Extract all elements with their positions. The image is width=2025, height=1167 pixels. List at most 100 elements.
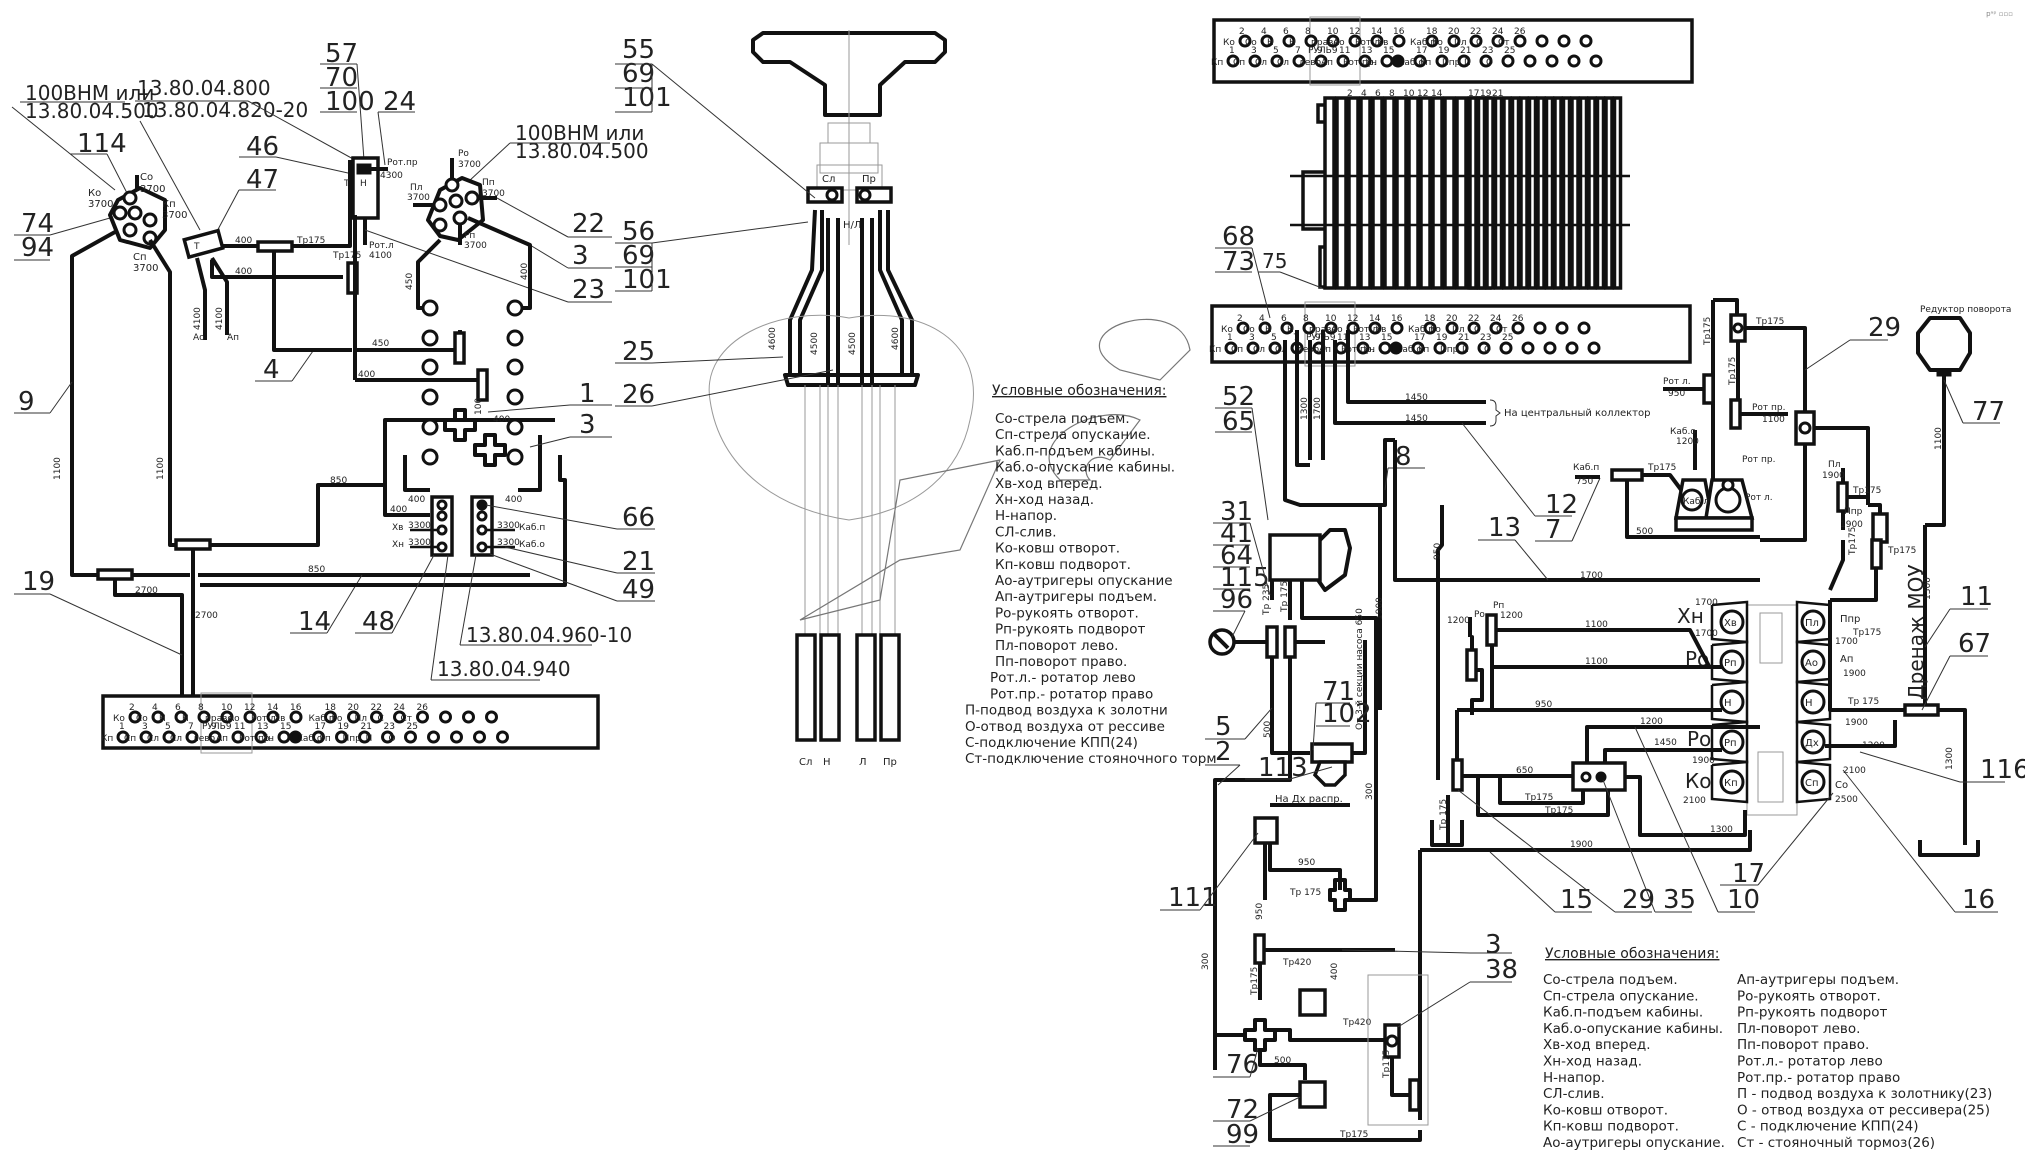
manifold-number: 8 (1389, 89, 1395, 99)
legend-item: Ко-ковш отворот. (1543, 1102, 1668, 1118)
pin-label: право (205, 714, 233, 724)
pin-label: Сп (1233, 58, 1245, 68)
manifold-tube (1335, 96, 1348, 290)
leader-line (651, 221, 809, 244)
pin-label: Сл (147, 734, 159, 744)
pin-label: Ппр (343, 734, 362, 744)
rot-port-small (1721, 478, 1735, 492)
port (1580, 771, 1592, 783)
leader-line (247, 100, 356, 161)
tee-fitting (1408, 1078, 1421, 1112)
manifold-tube (1493, 96, 1504, 290)
tee-fitting (1729, 398, 1742, 430)
connector-pin (1413, 54, 1427, 68)
pin-label: лево (1299, 58, 1322, 68)
air-valve (1298, 988, 1327, 1017)
valve-label: Дх (1805, 738, 1819, 749)
label-po-len: 3700 (458, 160, 481, 170)
pin-label: Сл (170, 734, 182, 744)
label-xv: Хв (392, 523, 403, 533)
leader-line (459, 554, 477, 646)
pin-number: 11 (1337, 333, 1348, 343)
connector-pin (312, 730, 325, 744)
pipe (1275, 1028, 1392, 1042)
pipe (1295, 330, 1310, 467)
port (436, 510, 448, 522)
label-len-1300: 1300 (1945, 747, 1955, 770)
leader-line (1757, 792, 1834, 886)
leader-line (504, 546, 618, 574)
valve-spool (1800, 649, 1826, 675)
label-ppr-len: 1900 (1840, 520, 1863, 530)
spare-pin (473, 730, 486, 744)
distributor-body (108, 186, 167, 250)
legend-item: Каб.о-опускание кабины. (1543, 1021, 1723, 1037)
connector-pin (1370, 34, 1384, 48)
valve-spool (1719, 769, 1745, 795)
manifold-tube (1443, 96, 1456, 290)
leader-line (487, 404, 571, 413)
pin-label: Каб.о (297, 734, 323, 744)
manifold-tube (1553, 96, 1563, 290)
hose (788, 209, 817, 375)
connector-panel-top (1212, 18, 1694, 84)
pin-label: Рот пр. (239, 734, 273, 744)
label-len-4500: 4500 (848, 332, 858, 355)
callout-12: 12 (1545, 490, 1578, 520)
pin-label: Н (1267, 38, 1274, 48)
pin-label: Рот пр. (1343, 58, 1377, 68)
connector-pin (1390, 321, 1404, 335)
pin-label: Каб.п (1408, 325, 1434, 335)
drain (1430, 795, 1464, 847)
pin-number: 22 (1468, 314, 1479, 324)
spare-pin (1543, 341, 1557, 355)
valve-section (1795, 720, 1832, 764)
pin-number: 8 (1303, 314, 1309, 324)
connector-pin (1246, 341, 1260, 355)
pin-number: 10 (221, 703, 233, 713)
port (142, 212, 158, 228)
label-pn: Рп (1493, 601, 1504, 611)
pin-label: П (1462, 345, 1469, 355)
legend-item: Сп-стрела опускание. (995, 427, 1151, 443)
manifold-tube (1485, 96, 1495, 290)
pin-number: 1 (119, 722, 125, 732)
pin-label: П (1464, 58, 1471, 68)
hose-clamp (783, 373, 920, 387)
label-xn: Хн (1677, 604, 1704, 628)
leader-line (49, 593, 183, 656)
pin-label: Ао (228, 714, 240, 724)
pin-label: П (366, 734, 373, 744)
pipe (383, 435, 430, 517)
hose-end (855, 633, 877, 742)
valve-base (1674, 516, 1754, 532)
legend-title-right: Условные обозначения: (1545, 946, 1719, 962)
pipe (1713, 298, 1739, 318)
port (421, 448, 439, 466)
manifold-tube (1359, 96, 1372, 290)
spare-pin (1533, 321, 1547, 335)
label-len-400: 400 (235, 267, 252, 277)
legend-item: Со-стрела подъем. (1543, 972, 1678, 988)
pipe (518, 435, 542, 492)
pin-label: Со (136, 714, 148, 724)
callout-77: 77 (1972, 397, 2005, 427)
legend-item: Ст - стояночный тормоз(26) (1737, 1135, 1935, 1151)
callout-5: 5 (1215, 712, 1232, 742)
port (506, 299, 524, 317)
legend-item: Ро-рукоять отворот. (1737, 988, 1881, 1004)
connector-pin (1501, 54, 1515, 68)
pin-number: 12 (1349, 27, 1360, 37)
connector-pin (162, 730, 176, 744)
callout-13-80-04-820: 13.80.04.820-20 (142, 98, 308, 122)
port (421, 299, 439, 317)
label-ao: Ао (193, 333, 205, 343)
pin-number: 3 (142, 722, 148, 732)
label-kab-o: Каб.о (1670, 427, 1696, 437)
leader-line (1461, 422, 1536, 517)
pin-number: 23 (384, 722, 395, 732)
leader-line (356, 63, 365, 161)
callout-19: 19 (22, 567, 55, 597)
label-tr175: Тр175 (1887, 546, 1916, 556)
